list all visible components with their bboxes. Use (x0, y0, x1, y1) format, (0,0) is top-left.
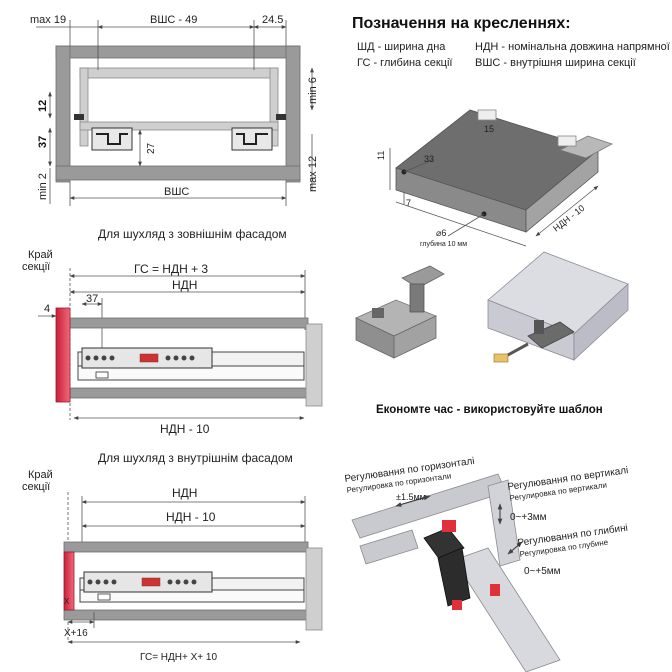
dim-12: 12 (37, 100, 49, 112)
adjuster-mechanism (423, 520, 500, 610)
section-edge-label-2: секції (22, 261, 50, 273)
inner-dim-ndn: НДН (172, 486, 197, 500)
legend-item-ndn: НДН - номінальна довжина напрямної (475, 41, 670, 53)
isometric-drawer-bottom: 15 11 33 7 НДН - 10 ⌀6 глубина 10 мм (376, 109, 614, 248)
inner-facade-caption: Для шухляд з внутрішнім фасадом (98, 451, 293, 465)
hook-left (477, 109, 497, 121)
drawer-top-rail (79, 67, 279, 79)
cabinet-cross-section: max 19 ВШС - 49 24.5 min 6 12 37 27 max … (30, 14, 319, 206)
template-jig-photo (355, 265, 445, 359)
drawer-left-wall (79, 67, 89, 147)
dim-min6: min 6 (307, 77, 319, 104)
dim-min2: min 2 (37, 173, 49, 200)
hole-depth-note: глубина 10 мм (420, 240, 467, 248)
section-edge-label-1: Край (28, 249, 53, 261)
dim-max12: max 12 (307, 156, 319, 192)
legend-item-shd: ШД - ширина дна (357, 41, 446, 53)
outer-dim-37: 37 (86, 293, 98, 305)
right-runner (231, 114, 286, 151)
inner-dim-ndn-10: НДН - 10 (166, 510, 216, 524)
dim-27: 27 (146, 142, 157, 154)
dim-ndn-10-iso: НДН - 10 (551, 203, 586, 234)
drawer-bottom (79, 121, 279, 131)
template-caption: Економте час - використовуйте шаблон (376, 404, 603, 416)
inner-section-edge-label-2: секції (22, 481, 50, 493)
outer-facade-drawing: Край секції ГС = НДН + 3 НДН 37 4 НДН - … (22, 249, 323, 436)
dim-24-5: 24.5 (262, 14, 283, 26)
adjust-horizontal-value: ±1.5мм (396, 492, 426, 502)
inner-facade-panel (63, 551, 75, 611)
dim-33: 33 (424, 154, 434, 164)
dim-vshs: ВШС (164, 186, 189, 198)
outer-dim-ndn-10: НДН - 10 (160, 422, 210, 436)
outer-dim-ndn: НДН (172, 278, 197, 292)
inner-facade-drawing: Край секції НДН НДН - 10 X X+16 ГС= НДН+… (22, 469, 323, 663)
outer-dim-gs: ГС = НДН + 3 (134, 262, 208, 276)
legend-title: Позначення на кресленнях: (352, 15, 571, 32)
dim-vshs-49: ВШС - 49 (150, 14, 197, 26)
inner-dim-x16: X+16 (64, 628, 88, 639)
legend-item-vshs: ВШС - внутрішня ширина секції (475, 57, 636, 69)
dim-max19: max 19 (30, 14, 66, 26)
dim-hole: ⌀6 (436, 228, 446, 238)
facade-adjustment-illustration: Регулювання по горизонталі Регулировка п… (344, 456, 629, 672)
outer-facade-caption: Для шухляд з зовнішнім фасадом (98, 227, 287, 241)
dim-37: 37 (37, 136, 49, 148)
template-illustrations: Економте час - використовуйте шаблон (355, 251, 629, 416)
drawer-side-rail (453, 547, 561, 672)
drawer-right-wall (269, 67, 279, 147)
left-side-panel (55, 45, 71, 183)
dim-7: 7 (406, 198, 411, 208)
adjust-vertical-value: 0~+3мм (510, 512, 547, 523)
inner-dim-x: X (64, 597, 70, 606)
left-runner (74, 114, 133, 151)
inner-section-edge-label-1: Край (28, 469, 53, 481)
dim-15: 15 (484, 124, 494, 134)
hook-right (557, 135, 577, 147)
bottom-panel (55, 165, 301, 181)
dim-11: 11 (376, 151, 386, 160)
adjust-depth-value: 0~+5мм (524, 566, 561, 577)
back-rail (558, 135, 614, 159)
outer-facade-panel (55, 307, 71, 403)
inner-dim-gs: ГС= НДН+ Х+ 10 (140, 652, 217, 663)
outer-dim-4: 4 (44, 303, 50, 315)
template-in-cabinet-illustration (487, 251, 629, 363)
top-panel (55, 45, 301, 59)
legend-item-gs: ГС - глибина секції (357, 57, 452, 69)
right-side-panel (285, 45, 301, 183)
legend: Позначення на кресленнях: ШД - ширина дн… (352, 15, 670, 69)
